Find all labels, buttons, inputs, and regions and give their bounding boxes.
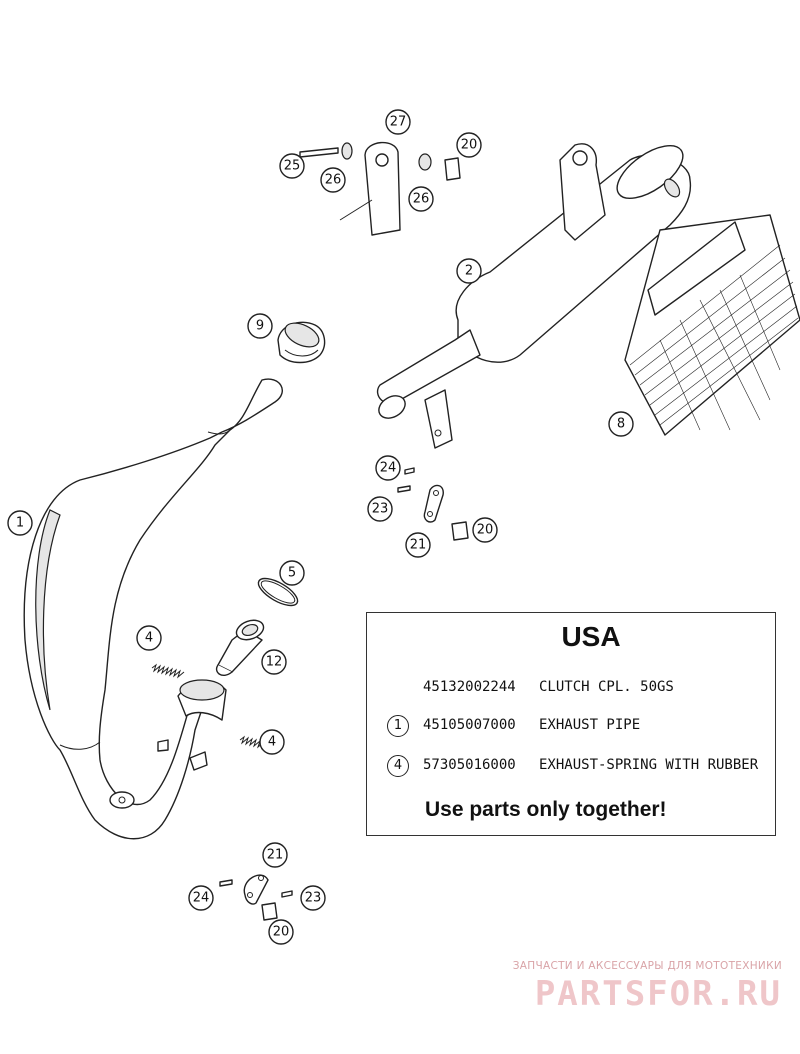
silencer-packing-part xyxy=(624,214,800,436)
part-number: 45132002244 xyxy=(423,679,516,695)
silencer-part xyxy=(376,143,692,449)
callout-26-right: 26 xyxy=(408,186,434,212)
callout-label: 8 xyxy=(617,417,625,432)
watermark-logo: PARTSFOR.RU xyxy=(534,974,782,1014)
callout-label: 27 xyxy=(390,115,407,130)
watermark: ЗАПЧАСТИ И АКСЕССУАРЫ ДЛЯ МОТОТЕХНИКИ PA… xyxy=(452,960,782,1014)
callout-5: 5 xyxy=(279,560,305,586)
callout-23-bottom: 23 xyxy=(300,885,326,911)
callout-4-upper: 4 xyxy=(136,625,162,651)
bracket-part xyxy=(299,141,461,236)
callout-26-left: 26 xyxy=(320,167,346,193)
callout-label: 23 xyxy=(305,891,322,906)
callout-label: 21 xyxy=(267,848,284,863)
parts-row: 45132002244 CLUTCH CPL. 50GS xyxy=(367,675,775,703)
callout-label: 12 xyxy=(266,655,283,670)
position-marker: 1 xyxy=(387,715,409,737)
part-number: 57305016000 xyxy=(423,757,516,773)
region-title: USA xyxy=(561,621,621,652)
gasket-part xyxy=(257,577,299,607)
callout-27: 27 xyxy=(385,109,411,135)
callout-label: 20 xyxy=(477,523,494,538)
callout-label: 25 xyxy=(284,159,301,174)
callout-label: 21 xyxy=(410,538,427,553)
callout-label: 23 xyxy=(372,502,389,517)
callout-label: 9 xyxy=(256,319,264,334)
callout-8: 8 xyxy=(608,411,634,437)
flange-sleeve-part xyxy=(215,619,265,676)
part-description: EXHAUST PIPE xyxy=(539,717,641,733)
parts-row: 1 45105007000 EXHAUST PIPE xyxy=(367,713,775,741)
callout-21-bottom: 21 xyxy=(262,842,288,868)
callout-20-bottom: 20 xyxy=(268,919,294,945)
callout-12: 12 xyxy=(261,649,287,675)
exhaust-pipe-part xyxy=(23,378,283,840)
callout-9: 9 xyxy=(247,313,273,339)
parts-row: 4 57305016000 EXHAUST-SPRING WITH RUBBER xyxy=(367,753,775,781)
callout-24-bottom: 24 xyxy=(188,885,214,911)
callout-24-middle: 24 xyxy=(375,455,401,481)
grommet-part xyxy=(277,321,326,364)
callout-21-middle: 21 xyxy=(405,532,431,558)
callout-label: 26 xyxy=(325,173,342,188)
part-description: CLUTCH CPL. 50GS xyxy=(539,679,674,695)
callout-label: 24 xyxy=(193,891,210,906)
callout-label: 24 xyxy=(380,461,397,476)
callout-25: 25 xyxy=(279,153,305,179)
callout-23-middle: 23 xyxy=(367,496,393,522)
parts-info-box: USA 45132002244 CLUTCH CPL. 50GS 1 45105… xyxy=(366,612,776,836)
callout-4-lower: 4 xyxy=(259,729,285,755)
watermark-tagline: ЗАПЧАСТИ И АКСЕССУАРЫ ДЛЯ МОТОТЕХНИКИ xyxy=(512,960,782,972)
callout-label: 20 xyxy=(273,925,290,940)
part-description: EXHAUST-SPRING WITH RUBBER xyxy=(539,757,759,773)
position-marker: 4 xyxy=(387,755,409,777)
part-number: 45105007000 xyxy=(423,717,516,733)
callout-label: 5 xyxy=(288,566,296,581)
callout-label: 26 xyxy=(413,192,430,207)
callout-20-middle: 20 xyxy=(472,517,498,543)
callout-2: 2 xyxy=(456,258,482,284)
callout-label: 1 xyxy=(16,516,24,531)
callout-1: 1 xyxy=(7,510,33,536)
silencer-mount-hardware xyxy=(397,467,469,541)
usage-note: Use parts only together! xyxy=(425,798,667,821)
callout-label: 4 xyxy=(268,735,276,750)
callout-label: 20 xyxy=(461,138,478,153)
callout-20-top: 20 xyxy=(456,132,482,158)
callout-label: 2 xyxy=(465,264,473,279)
pipe-mount-hardware xyxy=(219,874,293,921)
callout-label: 4 xyxy=(145,631,153,646)
